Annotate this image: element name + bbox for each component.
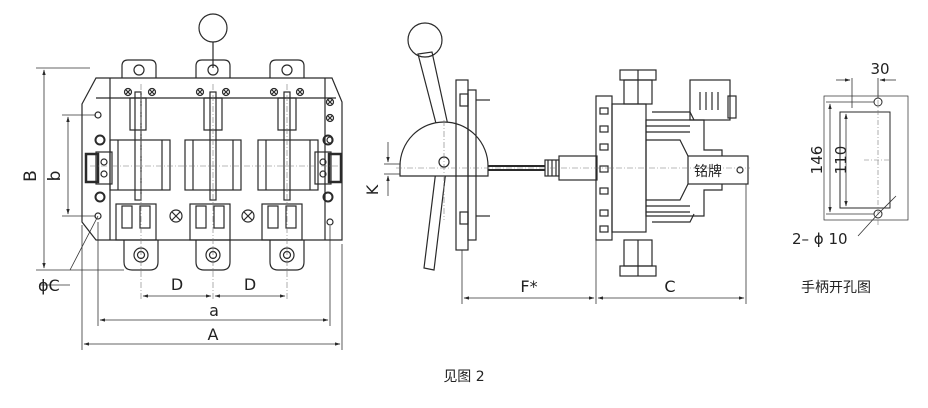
front-bottom-lugs <box>123 240 305 271</box>
side-fins <box>646 111 695 223</box>
side-dial-housing <box>399 121 489 177</box>
dim-label-B: B <box>21 170 41 182</box>
front-view <box>81 13 343 300</box>
front-dimensions <box>36 67 343 350</box>
dim-label-b: b <box>45 171 65 182</box>
side-top-terminal <box>619 69 737 121</box>
side-bottom-terminal <box>619 239 657 277</box>
dim-label-phiC: ϕC <box>38 276 60 295</box>
dim-label-2phi10: 2– ϕ 10 <box>792 230 848 248</box>
front-lower-terminals <box>115 203 303 241</box>
front-body-outline <box>81 77 343 241</box>
dim-label-110: 110 <box>832 146 850 175</box>
dim-label-146: 146 <box>808 146 826 175</box>
dim-label-D-left: D <box>171 275 183 294</box>
nameplate-label: 铭牌 <box>694 163 722 180</box>
dim-label-C-side: C <box>664 277 675 296</box>
dim-label-K: K <box>363 184 382 195</box>
dim-label-F-star: F* <box>520 277 537 296</box>
side-screws <box>599 107 609 233</box>
handle-hole-caption: 手柄开孔图 <box>801 280 871 296</box>
dim-label-A: A <box>208 325 219 344</box>
front-handle-knob <box>198 13 228 68</box>
dim-label-a: a <box>209 301 219 320</box>
side-dimensions <box>384 142 747 304</box>
handle-hole-diagram <box>823 90 909 226</box>
front-side-brackets <box>84 134 343 203</box>
side-view <box>396 22 750 277</box>
dim-label-30: 30 <box>870 60 889 78</box>
front-top-tabs <box>121 59 305 78</box>
front-centerlines <box>90 84 338 300</box>
handle-hole-dims <box>826 78 897 237</box>
front-screws-top <box>123 87 335 123</box>
dim-label-D-right: D <box>244 275 256 294</box>
figure-caption: 见图 2 <box>443 369 484 385</box>
